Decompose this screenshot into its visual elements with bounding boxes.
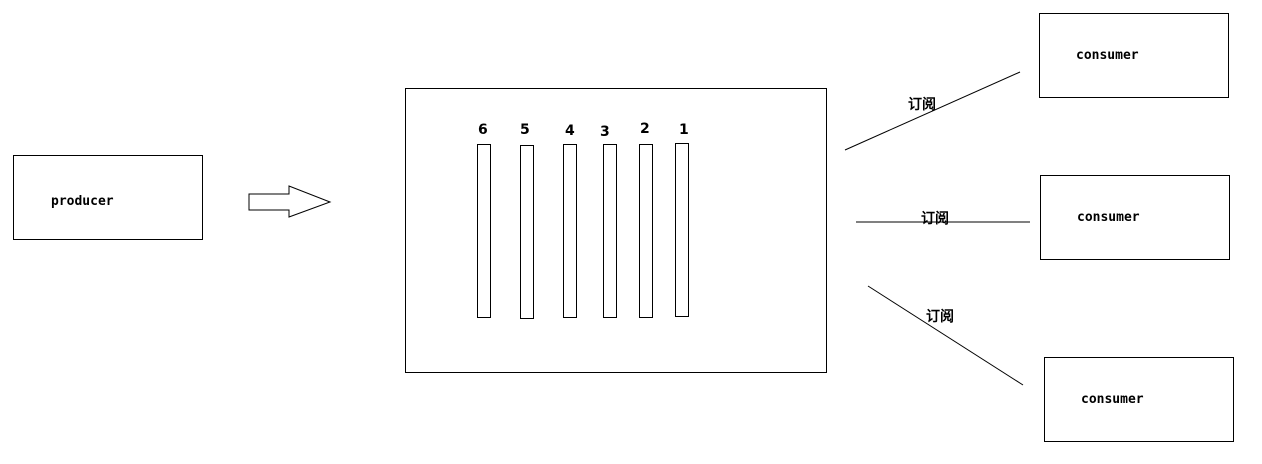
queue-slot-number: 1	[679, 122, 689, 138]
queue-slot-number: 3	[600, 124, 610, 140]
subscription-label-bottom: 订阅	[926, 309, 954, 325]
consumer-label: consumer	[1081, 392, 1144, 407]
consumer-label: consumer	[1077, 210, 1140, 225]
queue-slot-6	[477, 144, 491, 318]
subscription-label-top: 订阅	[908, 97, 936, 113]
subscription-label-middle: 订阅	[921, 211, 949, 227]
queue-slot-1	[675, 143, 689, 317]
subscription-line-top	[844, 71, 1021, 151]
queue-slot-number: 6	[478, 122, 488, 138]
producer-label: producer	[51, 194, 114, 209]
consumer-box-top: consumer	[1039, 13, 1229, 98]
queue-slot-4	[563, 144, 577, 318]
queue-slot-number: 5	[520, 122, 530, 138]
consumer-label: consumer	[1076, 48, 1139, 63]
queue-slot-2	[639, 144, 653, 318]
producer-box: producer	[13, 155, 203, 240]
subscription-line-bottom	[867, 285, 1024, 386]
queue-slot-number: 4	[565, 123, 575, 139]
consumer-box-middle: consumer	[1040, 175, 1230, 260]
queue-slot-5	[520, 145, 534, 319]
producer-to-queue-arrow	[248, 185, 332, 218]
queue-slot-3	[603, 144, 617, 318]
queue-slot-number: 2	[640, 121, 650, 137]
consumer-box-bottom: consumer	[1044, 357, 1234, 442]
